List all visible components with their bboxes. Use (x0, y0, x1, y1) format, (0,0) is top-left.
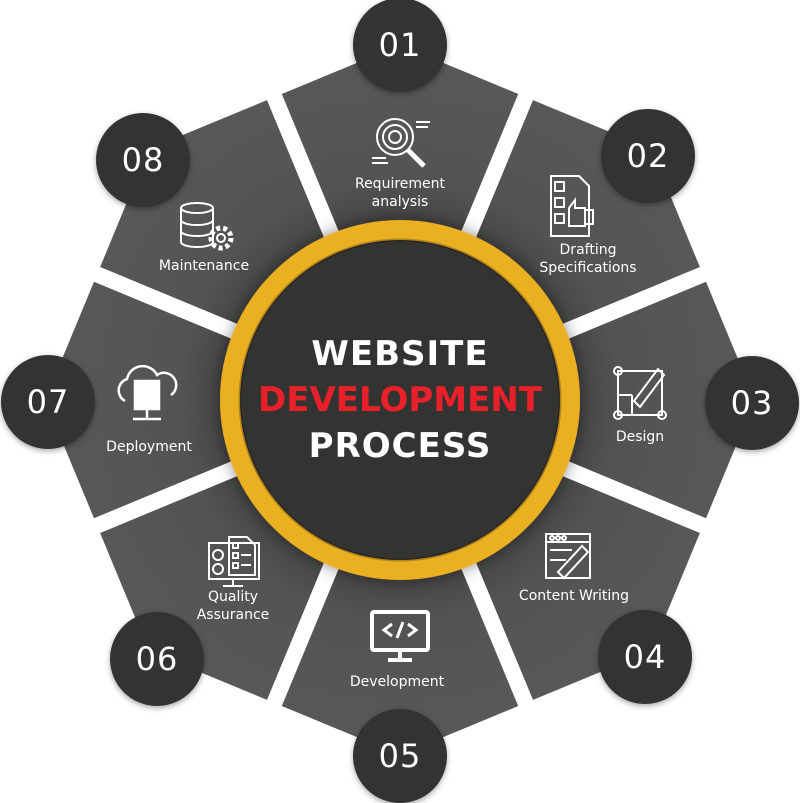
center-disc (240, 240, 560, 560)
step-number-02: 02 (601, 109, 695, 203)
title-line-process: PROCESS (308, 426, 492, 466)
step-number-08: 08 (96, 113, 190, 207)
browser-pencil-icon (545, 533, 591, 580)
step-number-07: 07 (1, 355, 95, 449)
cloud-server-icon (117, 364, 178, 421)
step-label-08: Maintenance (158, 258, 250, 274)
step-number-01: 01 (353, 0, 447, 92)
step-number-03: 03 (705, 356, 799, 450)
step-number-04: 04 (598, 610, 692, 704)
monitor-code-icon (370, 610, 430, 662)
step-number-06: 06 (110, 612, 204, 706)
blueprint-pencil-icon (613, 366, 667, 420)
center-title: WEBSITE DEVELOPMENT PROCESS (258, 331, 542, 469)
step-label-05: Development (349, 674, 445, 690)
checklist-thumbs-up-icon (550, 175, 594, 237)
step-label-04: Content Writing (518, 588, 630, 604)
monitor-checklist-icon (208, 536, 260, 587)
database-gear-icon (180, 202, 234, 251)
step-label-03: Design (615, 429, 665, 445)
magnifier-target-icon (372, 118, 430, 168)
step-label-07: Deployment (106, 439, 192, 455)
step-number-05: 05 (353, 709, 447, 803)
title-line-website: WEBSITE (311, 334, 489, 374)
title-line-development: DEVELOPMENT (258, 380, 542, 420)
